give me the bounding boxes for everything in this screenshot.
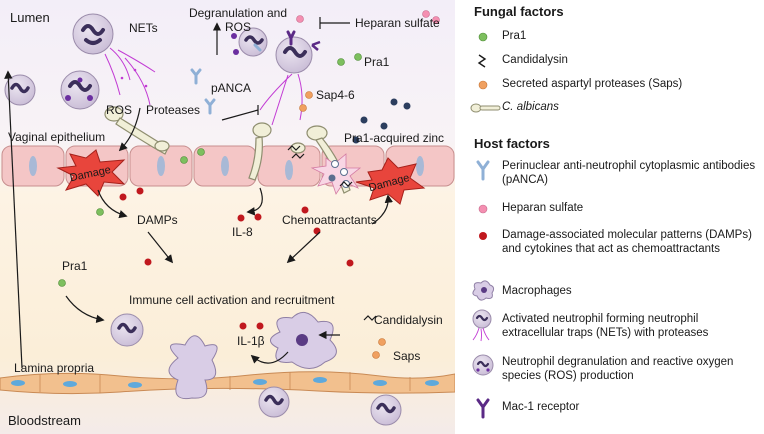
ros-label: ROS xyxy=(106,103,132,117)
legend-label-net-neutrophil: Activated neutrophil forming neutrophil … xyxy=(502,313,709,339)
damage-burst-left xyxy=(56,149,126,197)
proteases-label: Proteases xyxy=(146,103,200,117)
vaginal-epithelium-label: Vaginal epithelium xyxy=(8,130,105,144)
c-albicans-legend-icon xyxy=(469,96,503,122)
legend-label-panca: Perinuclear anti-neutrophil cytoplasmic … xyxy=(502,160,756,186)
legend-label-heparan-sulfate: Heparan sulfate xyxy=(502,202,584,214)
neutrophil-blood-2 xyxy=(370,394,402,426)
neutrophil-recruited xyxy=(110,313,144,347)
heparan-sulfate-label: Heparan sulfate xyxy=(355,16,440,30)
damage-burst-right xyxy=(355,157,426,205)
legend-label-saps: Secreted aspartyl proteases (Saps) xyxy=(502,78,683,90)
pra1-mid-label: Pra1 xyxy=(62,259,88,273)
macrophage-activated xyxy=(270,311,337,369)
neutrophil-nets-top xyxy=(72,13,156,106)
host-factors-heading: Host factors xyxy=(474,136,550,151)
pra1-zinc-label: Pra1-acquired zinc xyxy=(344,131,444,145)
mac1-receptor-legend-icon xyxy=(469,396,497,422)
panca-antibody xyxy=(190,43,262,115)
mac1-receptor xyxy=(286,30,296,46)
legend-label-damps: Damage-associated molecular patterns (DA… xyxy=(502,229,752,255)
lamina-propria-layer xyxy=(0,371,455,395)
macrophage-legend-icon xyxy=(469,277,497,303)
pra1-dots xyxy=(58,53,362,287)
bloodstream-label: Bloodstream xyxy=(8,413,81,428)
legend-label-macrophages: Macrophages xyxy=(502,285,572,297)
nets-label: NETs xyxy=(129,21,158,35)
macrophage-transmigrating xyxy=(168,335,218,400)
heparan-sulfate-dots xyxy=(296,10,440,24)
panca-label: pANCA xyxy=(211,81,251,95)
candidalysin-label: Candidalysin xyxy=(374,313,443,327)
legend-label-ros-neutrophil: Neutrophil degranulation and reactive ox… xyxy=(502,356,734,382)
lumen-label: Lumen xyxy=(10,10,50,25)
chemoattractants-label: Chemoattractants xyxy=(282,213,377,227)
saps-label: Saps xyxy=(393,349,420,363)
lamina-propria-label: Lamina propria xyxy=(14,361,94,375)
legend-label-candidalysin: Candidalysin xyxy=(502,54,568,66)
net-neutrophil-legend-icon xyxy=(469,308,497,342)
damps-legend-icon xyxy=(469,224,497,250)
legend-label-pra1: Pra1 xyxy=(502,30,527,42)
immune-activation-label: Immune cell activation and recruitment xyxy=(129,293,335,307)
heparan-sulfate-legend-icon xyxy=(469,197,497,223)
sap46-label: Sap4-6 xyxy=(316,88,355,102)
damps-label: DAMPs xyxy=(137,213,178,227)
saps-dots xyxy=(299,91,386,359)
flow-arrows xyxy=(4,17,393,369)
pra1-top-label: Pra1 xyxy=(364,55,390,69)
neutrophil-ros-left xyxy=(60,70,100,110)
pra1-legend-icon xyxy=(469,25,497,51)
legend-label-c-albicans: C. albicans xyxy=(502,101,559,113)
neutrophil-lumen-far-left xyxy=(4,74,36,106)
il1b-label: IL-1β xyxy=(237,334,265,348)
il8-label: IL-8 xyxy=(232,225,253,239)
neutrophil-blood-1 xyxy=(258,386,290,418)
legend-label-mac1-receptor: Mac-1 receptor xyxy=(502,401,580,413)
candidalysin-squiggles xyxy=(287,145,377,321)
panca-legend-icon xyxy=(469,158,497,184)
legend-panel: Fungal factors Pra1 Candidalysin Secrete… xyxy=(455,0,764,434)
neutrophil-mac1 xyxy=(259,36,321,126)
candidalysin-legend-icon xyxy=(469,49,497,75)
zinc-dots xyxy=(352,98,411,144)
fungal-factors-heading: Fungal factors xyxy=(474,4,564,19)
saps-legend-icon xyxy=(469,73,497,99)
ros-neutrophil-legend-icon xyxy=(469,352,497,378)
